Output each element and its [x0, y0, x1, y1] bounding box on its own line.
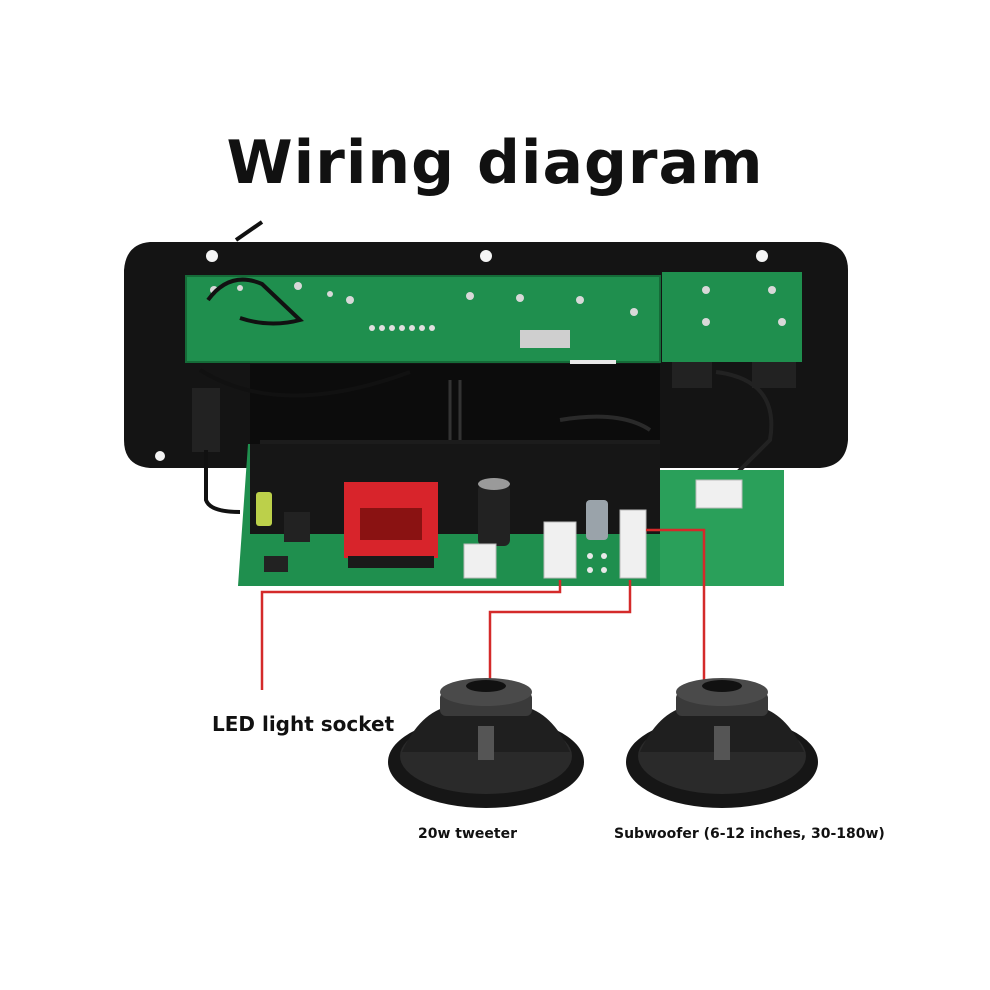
- mount-hole: [155, 451, 165, 461]
- mount-hole: [756, 250, 768, 262]
- connector: [695, 479, 743, 509]
- speaker-connector: [619, 509, 647, 579]
- led-socket-label: LED light socket: [212, 712, 395, 736]
- tweeter-label: 20w tweeter: [418, 826, 517, 842]
- tweeter-speaker: [388, 678, 584, 808]
- transformer: [344, 482, 438, 568]
- subwoofer-label: Subwoofer (6-12 inches, 30-180w): [614, 826, 885, 842]
- led-socket-connector: [543, 521, 577, 579]
- led-wire: [260, 580, 562, 690]
- bottom-pcb: [238, 444, 784, 586]
- capacitor: [256, 492, 272, 526]
- subwoofer-wire: [646, 528, 706, 680]
- top-pcb: [185, 220, 802, 378]
- mount-hole: [480, 250, 492, 262]
- page-title: Wiring diagram: [226, 128, 764, 198]
- mount-hole: [206, 250, 218, 262]
- capacitor: [586, 500, 608, 540]
- subwoofer-speaker: [626, 678, 818, 808]
- antenna-wire: [234, 220, 264, 242]
- antenna-wire: [206, 277, 304, 326]
- tweeter-wire: [488, 580, 632, 682]
- side-connector: [192, 388, 220, 452]
- capacitor: [478, 478, 510, 546]
- connector: [463, 543, 497, 579]
- wiring-lines: [260, 528, 706, 690]
